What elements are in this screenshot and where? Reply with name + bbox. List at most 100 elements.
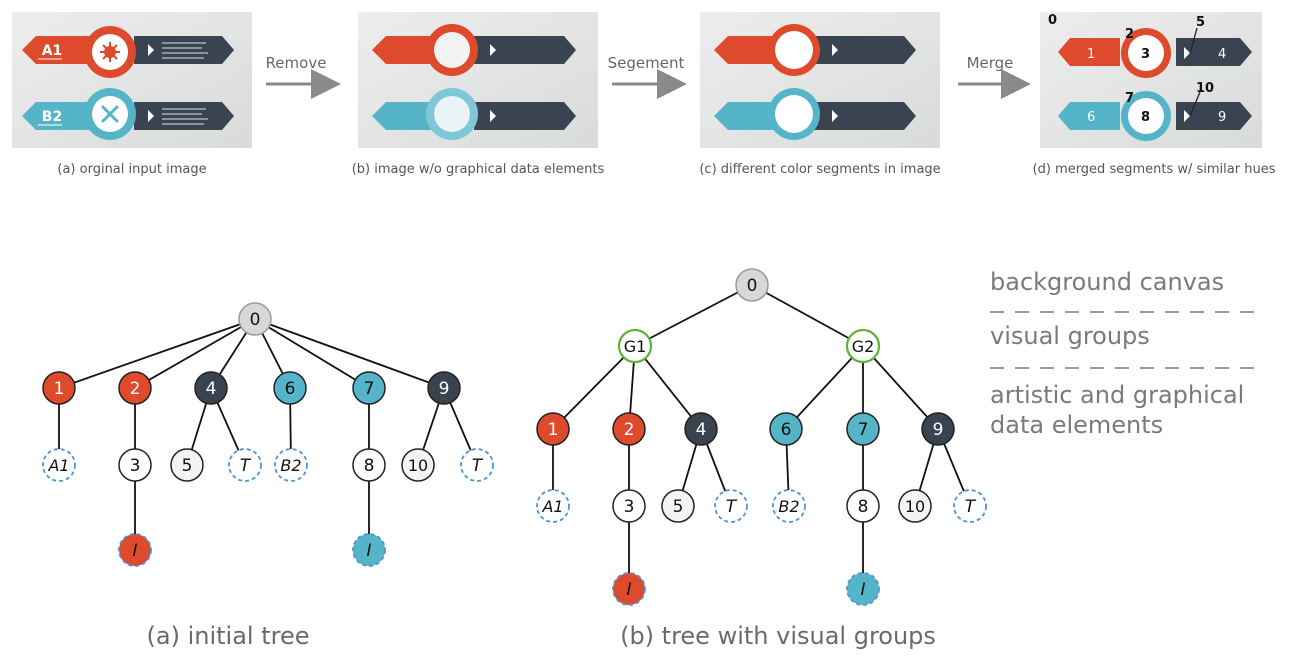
caption-segments: (c) different color segments in image: [699, 162, 940, 177]
panel-removed: (b) image w/o graphical data elements: [352, 12, 605, 177]
tree-edge: [58, 318, 256, 389]
tree-node-label: T: [472, 456, 484, 476]
tree-node-circle: [42, 448, 76, 482]
tree-node-circle: [238, 302, 272, 336]
tree-edge: [634, 284, 753, 347]
panel-original: A1 B2 (a) orginal input image: [12, 12, 252, 177]
legend-visual-groups: visual groups: [990, 322, 1150, 350]
legend-artistic-elements: artistic and graphical data elements: [990, 381, 1252, 439]
teal-subtext: [38, 124, 62, 126]
tree-node-circle: [612, 572, 646, 606]
tree-node-label: 0: [747, 276, 758, 296]
tree-node: 7: [352, 371, 386, 405]
tree-node: 2: [118, 371, 152, 405]
tree-node-circle: [612, 489, 646, 523]
tree-edge: [785, 345, 864, 430]
tree-node-label: 9: [439, 379, 450, 399]
dark-text-lines: [162, 108, 208, 125]
caption-grouped-tree: (b) tree with visual groups: [620, 622, 936, 650]
tree-node-label: 0: [250, 310, 261, 330]
tree-node-circle: [274, 448, 308, 482]
red-label-shape: [1058, 38, 1120, 66]
tree-node-circle: [536, 489, 570, 523]
tree-node: I: [612, 572, 646, 606]
tree-edge: [134, 318, 256, 389]
tree-node-circle: [194, 371, 228, 405]
segment-label: 3: [1141, 47, 1150, 62]
dark-text-shape: [134, 102, 234, 130]
tree-node-label: A1: [541, 497, 563, 516]
tree-edge: [552, 345, 636, 430]
tree-node-circle: [42, 371, 76, 405]
teal-ring-inner: [1128, 98, 1164, 134]
tree-node-circle: [735, 268, 769, 302]
legend: background canvas visual groups artistic…: [990, 268, 1262, 439]
tree-node: 10: [401, 448, 435, 482]
tree-node-circle: [273, 371, 307, 405]
red-label-shape: [372, 36, 436, 64]
panel-segments: (c) different color segments in image: [699, 12, 941, 177]
dark-text-shape: [1176, 38, 1252, 66]
label-a: A1: [42, 43, 63, 59]
segment-label: 10: [1196, 81, 1214, 96]
tree-node: 5: [661, 489, 695, 523]
tree-node-label: 8: [364, 456, 375, 476]
tree-node-circle: [921, 412, 955, 446]
arrow-segment: Segement: [608, 54, 687, 99]
tree-node-circle: [772, 489, 806, 523]
tree-node-label: 2: [130, 379, 141, 399]
tree-edge: [634, 345, 702, 430]
teal-label-shape: [1058, 102, 1120, 130]
virus-icon: [100, 42, 120, 62]
tree-node-label: 10: [905, 497, 925, 516]
tree-node: 0: [735, 268, 769, 302]
legend-background-canvas: background canvas: [990, 268, 1224, 296]
tree-node-circle: [118, 448, 152, 482]
tree-node-label: 1: [54, 379, 65, 399]
tree-node-label: I: [860, 580, 865, 600]
chevron-right-icon: [490, 44, 496, 56]
tree-node: 8: [352, 448, 386, 482]
tree-node: B2: [772, 489, 806, 523]
tree-node-circle: [536, 412, 570, 446]
segment-label: 4: [1218, 47, 1226, 62]
tree-node: G2: [845, 328, 881, 364]
tree-node: I: [352, 533, 386, 567]
tree-node-circle: [898, 489, 932, 523]
tools-icon: [101, 105, 119, 123]
tree-node-label: 4: [206, 379, 217, 399]
tree-node: 6: [769, 412, 803, 446]
merged-labels: 0 1 2 3 4 5 6 7 8 9 10: [1048, 13, 1226, 125]
tree-node: I: [118, 533, 152, 567]
tree-node-label: 6: [285, 379, 296, 399]
segment-label: 1: [1087, 47, 1095, 62]
segment-label: 9: [1218, 110, 1226, 125]
caption-removed: (b) image w/o graphical data elements: [352, 162, 605, 177]
tree-node: T: [228, 448, 262, 482]
teal-label-shape: [714, 102, 776, 130]
tree-node-label: 7: [364, 379, 375, 399]
tree-node-circle: [352, 371, 386, 405]
tree-node: 1: [42, 371, 76, 405]
tree-node-label: 5: [182, 456, 193, 476]
caption-initial-tree: (a) initial tree: [147, 622, 310, 650]
teal-label-shape: [372, 102, 436, 130]
tree-node-label: 5: [673, 497, 684, 517]
tree-edge: [751, 284, 864, 347]
dark-text-shape: [474, 102, 576, 130]
tree-node-label: G2: [852, 337, 875, 356]
tree-node-circle: [846, 489, 880, 523]
tree-node-label: I: [366, 541, 371, 561]
dark-text-shape: [1176, 102, 1252, 130]
tree-node: 10: [898, 489, 932, 523]
tree-edge: [254, 318, 370, 389]
tree-node-circle: [617, 328, 653, 364]
tree-node-circle: [714, 489, 748, 523]
tree-node-circle: [684, 412, 718, 446]
segment-label: 5: [1196, 15, 1205, 30]
dark-text-shape: [814, 102, 916, 130]
tree-node-label: T: [240, 456, 252, 476]
arrow-remove: Remove: [266, 54, 341, 99]
tree-node-label: A1: [47, 456, 69, 475]
